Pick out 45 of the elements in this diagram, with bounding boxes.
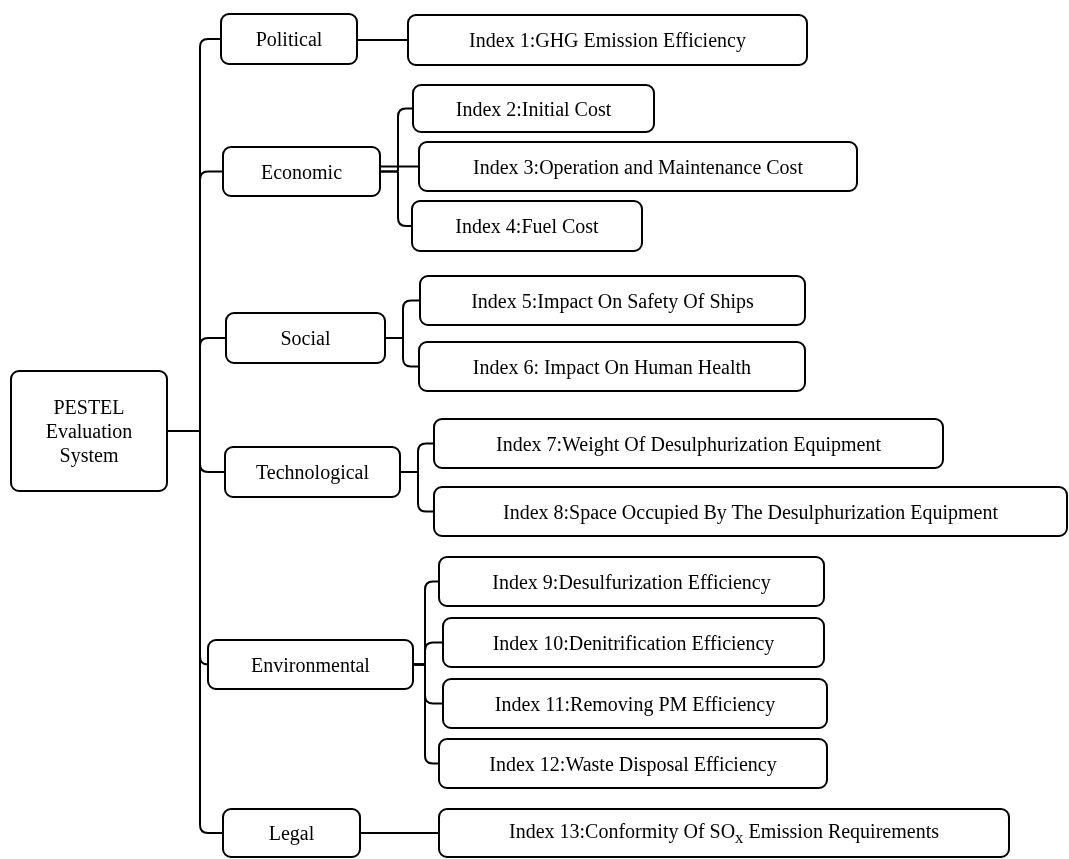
index-label: Index 10:Denitrification Efficiency <box>492 630 775 655</box>
connector-line <box>380 170 412 227</box>
index-box <box>433 418 944 469</box>
index-label: Index 8:Space Occupied By The Desulphurization Equipment <box>502 499 999 524</box>
index-label: Index 13:Conformity Of SO$_{x}$ Emission Requirements <box>509 818 939 848</box>
root-box <box>10 370 168 492</box>
index-box <box>442 678 828 729</box>
category-box <box>224 446 401 498</box>
index-label: Index 5:Impact On Safety Of Ships <box>471 288 754 313</box>
connector-line <box>380 165 419 168</box>
index-label: Index 7:Weight Of Desulphurization Equipment <box>496 431 881 456</box>
category-box <box>207 639 414 690</box>
category-box <box>220 13 358 65</box>
category-box <box>222 146 381 197</box>
index-label: Index 11:Removing PM Efficiency <box>494 691 776 716</box>
category-label: Economic <box>260 159 343 184</box>
connector-line <box>413 663 439 765</box>
index-label: Index 2:Initial Cost <box>455 96 612 121</box>
category-label: Technological <box>256 460 369 484</box>
index-box <box>418 141 858 192</box>
connector-line <box>360 832 439 834</box>
category-label: Political <box>255 27 323 51</box>
connector-line <box>357 39 408 41</box>
index-box <box>433 486 1068 537</box>
category-box <box>222 808 361 858</box>
index-box <box>418 341 806 392</box>
index-label: Index 4:Fuel Cost <box>455 214 599 238</box>
index-box <box>419 275 806 326</box>
category-label: Legal <box>268 821 315 845</box>
root-label: PESTEL Evaluation System <box>44 395 134 467</box>
index-box <box>407 14 808 66</box>
index-box <box>438 808 1010 858</box>
index-label: Index 3:Operation and Maintenance Cost <box>473 154 803 179</box>
index-label: Index 6: Impact On Human Health <box>472 354 752 379</box>
category-label: Social <box>280 326 331 350</box>
index-box <box>438 556 825 607</box>
index-label: Index 1:GHG Emission Efficiency <box>469 28 746 52</box>
index-box <box>412 84 655 133</box>
category-box <box>225 312 386 364</box>
index-label: Index 9:Desulfurization Efficiency <box>492 569 771 594</box>
index-label: Index 12:Waste Disposal Efficiency <box>489 751 777 776</box>
index-box <box>442 617 825 668</box>
index-box <box>438 738 828 789</box>
index-box <box>411 200 643 252</box>
category-label: Environmental <box>251 652 370 677</box>
